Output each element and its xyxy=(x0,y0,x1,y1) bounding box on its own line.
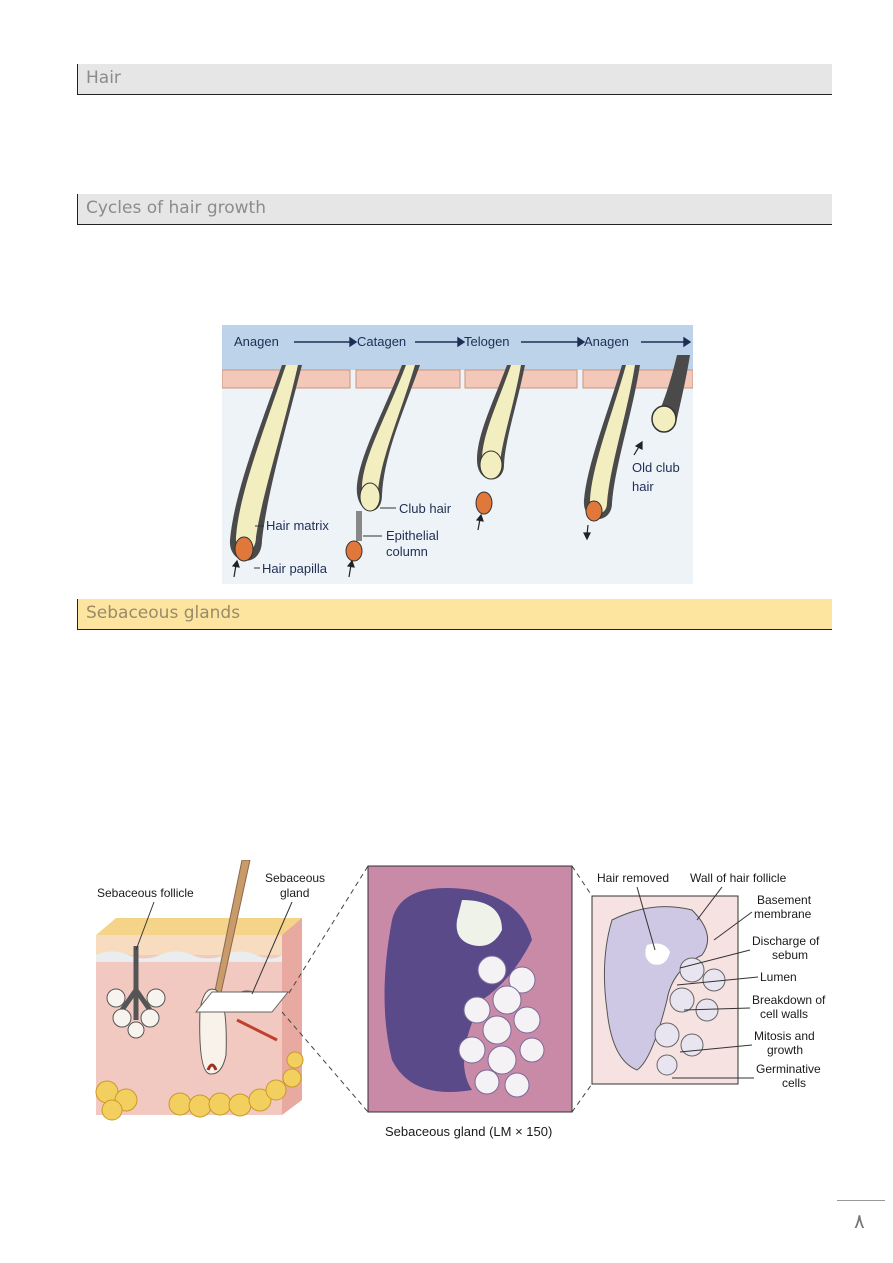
hair-cycle-figure: Anagen Catagen Telogen Anagen xyxy=(221,325,694,584)
page-number: ٨ xyxy=(837,1200,885,1241)
label-basement-line1: Basement xyxy=(757,893,812,907)
label-discharge-line1: Discharge of xyxy=(752,934,820,948)
label-hair-matrix: Hair matrix xyxy=(266,518,329,533)
phase-label-anagen-2: Anagen xyxy=(584,334,629,349)
label-basement-line2: membrane xyxy=(754,907,812,921)
label-sebaceous-gland-line2: gland xyxy=(280,886,309,900)
section-title-cycles: Cycles of hair growth xyxy=(86,198,266,218)
label-discharge-line2: sebum xyxy=(772,948,808,962)
phase-label-telogen: Telogen xyxy=(464,334,510,349)
sebaceous-gland-diagram: Sebaceous follicle Sebaceous gland Hair … xyxy=(95,859,826,1139)
label-hair-removed: Hair removed xyxy=(597,871,669,885)
label-mitosis-line1: Mitosis and xyxy=(754,1029,815,1043)
phase-label-anagen-1: Anagen xyxy=(234,334,279,349)
label-old-club-line2: hair xyxy=(632,479,654,494)
label-germinative-line2: cells xyxy=(782,1076,806,1090)
figure-caption: Sebaceous gland (LM × 150) xyxy=(385,1124,552,1139)
label-breakdown-line1: Breakdown of xyxy=(752,993,826,1007)
page-number-text: ٨ xyxy=(854,1209,865,1233)
section-header-cycles: Cycles of hair growth xyxy=(77,194,832,225)
label-mitosis-line2: growth xyxy=(767,1043,803,1057)
label-sebaceous-follicle: Sebaceous follicle xyxy=(97,886,194,900)
label-old-club-line1: Old club xyxy=(632,460,680,475)
section-title-sebaceous: Sebaceous glands xyxy=(86,603,241,623)
label-sebaceous-gland-line1: Sebaceous xyxy=(265,871,325,885)
label-wall-of-follicle: Wall of hair follicle xyxy=(690,871,787,885)
label-breakdown-line2: cell walls xyxy=(760,1007,808,1021)
label-lumen: Lumen xyxy=(760,970,797,984)
label-epithelial-line1: Epithelial xyxy=(386,528,439,543)
section-header-sebaceous: Sebaceous glands xyxy=(77,599,832,630)
sebaceous-gland-figure: Sebaceous follicle Sebaceous gland Hair … xyxy=(92,859,852,1145)
label-club-hair: Club hair xyxy=(399,501,452,516)
phase-label-catagen: Catagen xyxy=(357,334,406,349)
label-epithelial-line2: column xyxy=(386,544,428,559)
label-germinative-line1: Germinative xyxy=(756,1062,821,1076)
section-header-hair: Hair xyxy=(77,64,832,95)
label-hair-papilla: Hair papilla xyxy=(262,561,328,576)
hair-cycle-diagram: Anagen Catagen Telogen Anagen xyxy=(221,325,694,584)
section-title-hair: Hair xyxy=(86,68,121,88)
